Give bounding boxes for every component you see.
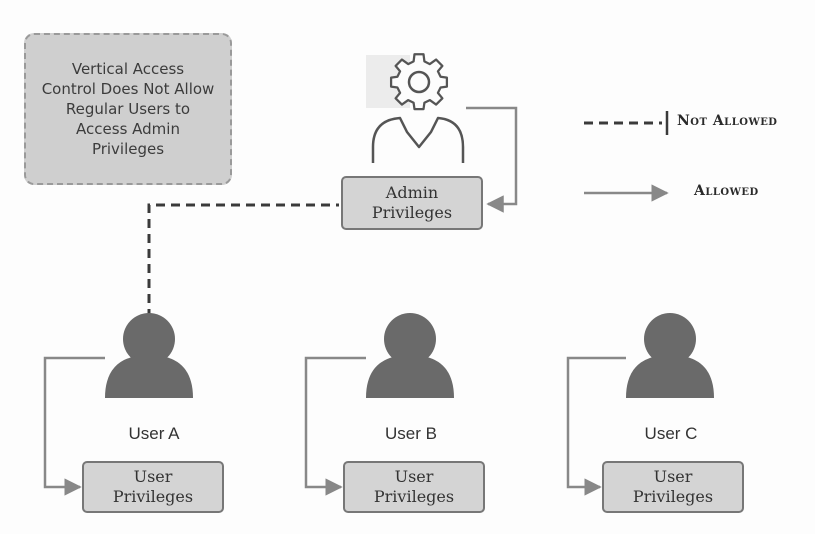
user-b-person-icon bbox=[366, 313, 454, 398]
legend-allowed-label: Allowed bbox=[694, 183, 759, 199]
user-a-privileges-box: User Privileges bbox=[82, 461, 224, 513]
user-b-allowed-arrow bbox=[304, 356, 366, 496]
user-c-allowed-arrow bbox=[566, 356, 626, 496]
user-a-label: User A bbox=[128, 424, 180, 443]
legend-not-allowed-label: Not Allowed bbox=[677, 113, 778, 129]
admin-privileges-box: Admin Privileges bbox=[341, 176, 483, 230]
admin-person-icon bbox=[371, 116, 465, 163]
explanation-note-text: Vertical Access Control Does Not Allow R… bbox=[41, 60, 215, 158]
user-a-person-icon bbox=[105, 313, 193, 398]
legend-not-allowed-line bbox=[584, 111, 669, 135]
user-b-label: User B bbox=[385, 424, 437, 443]
user-c-person-icon bbox=[626, 313, 714, 398]
user-b-privileges-box: User Privileges bbox=[343, 461, 485, 513]
user-c-privileges-box: User Privileges bbox=[602, 461, 744, 513]
user-a-allowed-arrow bbox=[43, 356, 105, 496]
admin-allowed-arrow bbox=[466, 106, 518, 213]
explanation-note: Vertical Access Control Does Not Allow R… bbox=[24, 33, 232, 185]
user-a-not-allowed-line bbox=[147, 203, 339, 318]
gear-icon bbox=[389, 53, 449, 111]
user-c-label: User C bbox=[644, 424, 698, 443]
